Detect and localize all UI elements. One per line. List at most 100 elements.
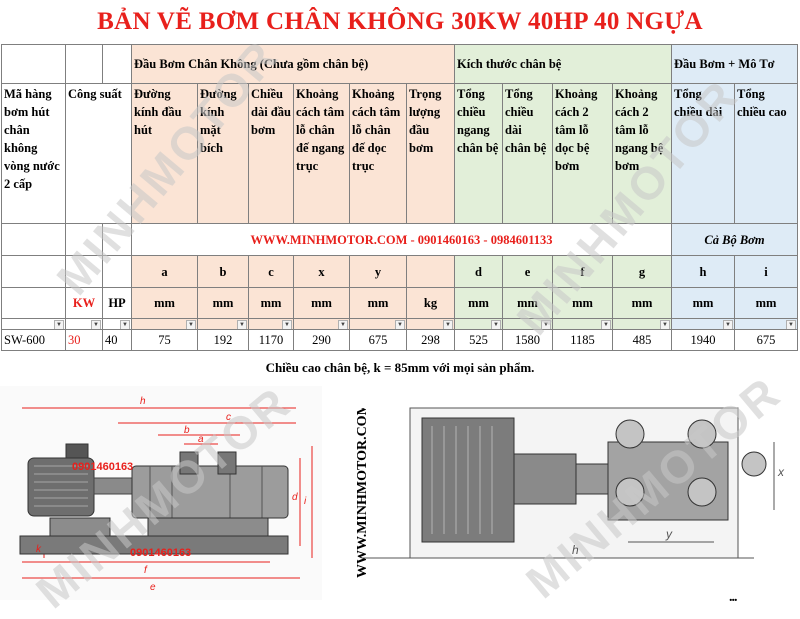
terminal-box [65,443,89,459]
blank-cell [65,255,103,288]
filter-cell[interactable]: ▼ [406,318,455,330]
top-dimension-lines [362,442,775,559]
dim-label: x [777,465,785,479]
header-base-hole-vertical: Khoảng cách 2 tâm lỗ dọc bệ bơm [552,83,613,224]
dim-label: k [36,544,42,555]
chevron-down-icon[interactable]: ▼ [723,320,733,329]
chevron-down-icon[interactable]: ▼ [491,320,501,329]
filter-cell[interactable]: ▼ [248,318,294,330]
letter-cell: h [671,255,735,288]
chevron-down-icon[interactable]: ▼ [443,320,453,329]
filter-cell[interactable]: ▼ [671,318,735,330]
chevron-down-icon[interactable]: ▼ [601,320,611,329]
filter-cell[interactable]: ▼ [131,318,198,330]
header-total-height: Tổng chiều cao [734,83,798,224]
header-head-length: Chiều dài đầu bơm [248,83,294,224]
filter-cell[interactable]: ▼ [65,318,103,330]
filter-cell[interactable]: ▼ [454,318,503,330]
value-cell: 1940 [671,329,735,351]
phone-label-top: 0901460163 [72,461,133,473]
value-cell: 298 [406,329,455,351]
vertical-website-text: WWW.MINHMOTOR.COM [355,408,370,578]
chevron-down-icon[interactable]: ▼ [54,320,64,329]
unit-cell: mm [131,287,198,319]
chevron-down-icon[interactable]: ▼ [338,320,348,329]
chevron-down-icon[interactable]: ▼ [395,320,405,329]
dim-label: h [572,543,579,557]
filter-cell[interactable]: ▼ [502,318,553,330]
ellipsis-mark: ... [729,590,737,605]
top-view-drawing: x y h [362,407,785,559]
dim-label: f [144,565,148,576]
unit-cell: mm [734,287,798,319]
letter-cell: f [552,255,613,288]
unit-cell: mm [349,287,407,319]
product-kw: 30 [65,329,103,351]
value-cell: 1185 [552,329,613,351]
phone-label-bottom: 0901460163 [130,547,191,559]
dim-label: h [140,396,146,407]
header-total-length: Tổng chiều dài [671,83,735,224]
chevron-down-icon[interactable]: ▼ [91,320,101,329]
value-cell: 675 [734,329,798,351]
blank-cell [102,223,132,256]
value-cell: 192 [197,329,249,351]
unit-kw: KW [65,287,103,319]
letter-cell [406,255,455,288]
coupling [93,477,133,495]
header-model: Mã hàng bơm hút chân không vòng nước 2 c… [1,83,66,224]
chevron-down-icon[interactable]: ▼ [660,320,670,329]
side-view-drawing: h c b a d i k f e 0901460163 0901460163 [0,386,322,600]
letter-cell: b [197,255,249,288]
unit-cell: kg [406,287,455,319]
filter-cell[interactable]: ▼ [349,318,407,330]
whole-set-label: Cả Bộ Bơm [671,223,798,256]
filter-cell[interactable]: ▼ [552,318,613,330]
product-hp: 40 [102,329,132,351]
chevron-down-icon[interactable]: ▼ [120,320,130,329]
filter-cell[interactable]: ▼ [734,318,798,330]
header-flange-dia: Đường kính mặt bích [197,83,249,224]
header-foot-hole-vertical: Khoảng cách tâm lỗ chân đế dọc trục [349,83,407,224]
value-cell: 75 [131,329,198,351]
flanges [615,419,767,507]
inlet-flange [179,451,199,475]
value-cell: 1580 [502,329,553,351]
blank-cell [102,255,132,288]
coupling-top [513,453,577,505]
chevron-down-icon[interactable]: ▼ [186,320,196,329]
blank-cell [1,255,66,288]
filter-cell[interactable]: ▼ [197,318,249,330]
blank-cell [102,44,132,84]
letter-cell: e [502,255,553,288]
header-base-hole-horizontal: Khoảng cách 2 tâm lỗ ngang bệ bơm [612,83,672,224]
chevron-down-icon[interactable]: ▼ [282,320,292,329]
unit-cell: mm [197,287,249,319]
filter-cell[interactable]: ▼ [1,318,66,330]
vertical-website: WWW.MINHMOTOR.COM [355,408,370,578]
dimension-lines [22,407,313,579]
header-power: Công suất [65,83,132,224]
motor-fins [34,465,88,507]
blank-cell [65,44,103,84]
filter-cell[interactable]: ▼ [612,318,672,330]
blank-cell [1,223,66,256]
pump-head [131,465,289,519]
motor-foot [49,517,111,537]
chevron-down-icon[interactable]: ▼ [541,320,551,329]
blank-cell [1,44,66,84]
filter-cell[interactable]: ▼ [102,318,132,330]
group-base-size: Kích thước chân bệ [454,44,672,84]
unit-cell: mm [502,287,553,319]
product-model: SW-600 [1,329,66,351]
dim-label: c [226,412,231,423]
letter-cell: y [349,255,407,288]
page-title: BẢN VẼ BƠM CHÂN KHÔNG 30KW 40HP 40 NGỰA [97,8,703,35]
chevron-down-icon[interactable]: ▼ [786,320,796,329]
filter-cell[interactable]: ▼ [293,318,350,330]
chevron-down-icon[interactable]: ▼ [237,320,247,329]
value-cell: 1170 [248,329,294,351]
dim-label: b [184,425,190,436]
group-pump-motor: Đầu Bơm + Mô Tơ [671,44,798,84]
unit-cell: mm [248,287,294,319]
